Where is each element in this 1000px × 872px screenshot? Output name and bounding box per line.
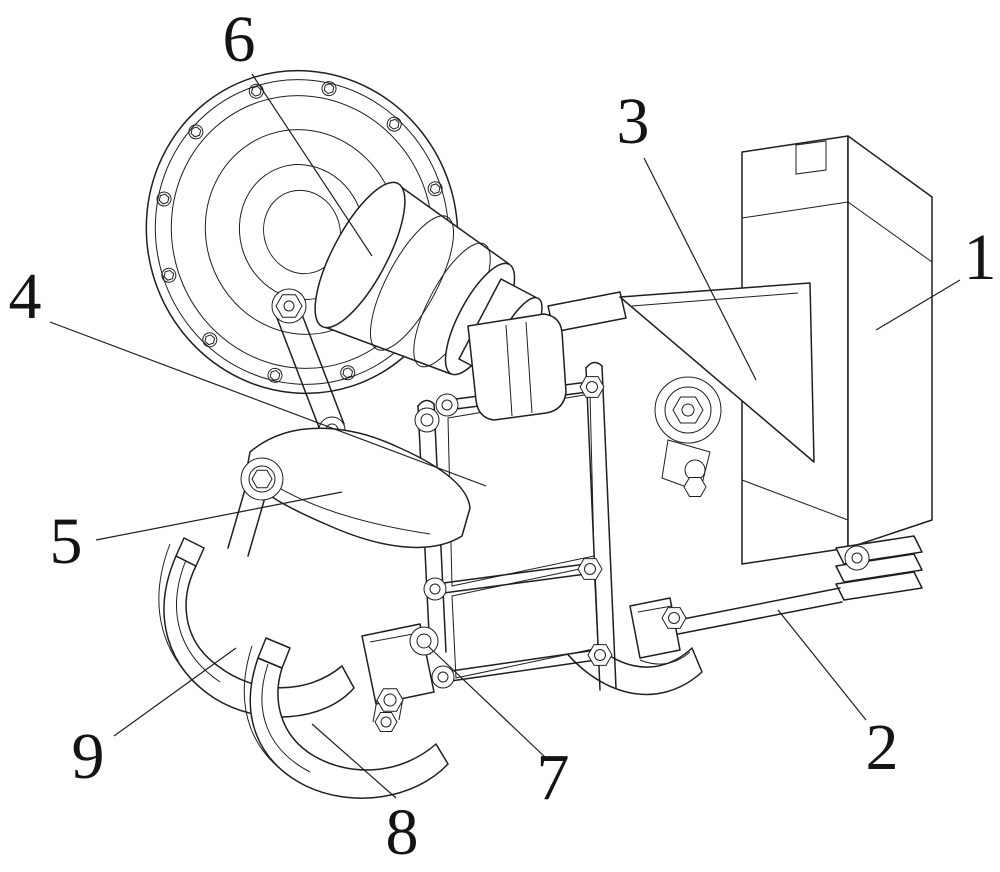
arm-pivot-pin [240,457,284,501]
leader-line-2 [777,609,867,721]
curved-lever-arm [227,427,471,557]
callout-2: 2 [865,711,899,784]
pivot-pin-boss [654,376,722,444]
callout-1: 1 [963,221,997,294]
tie-rod-linkage [629,535,923,659]
actuator-cylinder [314,181,567,421]
leader-line-8 [311,723,397,799]
leader-line-7 [427,645,547,759]
center-frame [414,361,617,691]
callout-8: 8 [385,796,419,869]
callout-9: 9 [71,720,105,793]
piston-clevis [467,313,567,421]
link-bolt-stack [374,688,404,732]
leader-line-1 [875,279,961,331]
callout-4: 4 [8,260,42,333]
hinge-pin [844,545,870,571]
callout-6: 6 [222,3,256,76]
leader-lines [49,73,961,799]
middle-tie-rod [423,558,603,601]
leader-line-4 [49,321,487,487]
leader-line-3 [643,157,757,381]
connecting-link-plate [361,623,439,732]
leader-line-6 [251,73,373,257]
callout-3: 3 [616,85,650,158]
brake-shoe-lower [243,637,449,799]
leader-line-5 [95,491,343,541]
leader-line-9 [113,647,237,737]
triangular-swing-plate [547,282,815,497]
callout-5: 5 [49,505,83,578]
hinge-plate-stack [835,535,923,601]
bottom-tie-rod [431,644,613,689]
brake-shoe-upper [158,537,355,718]
callout-7: 7 [536,741,570,814]
